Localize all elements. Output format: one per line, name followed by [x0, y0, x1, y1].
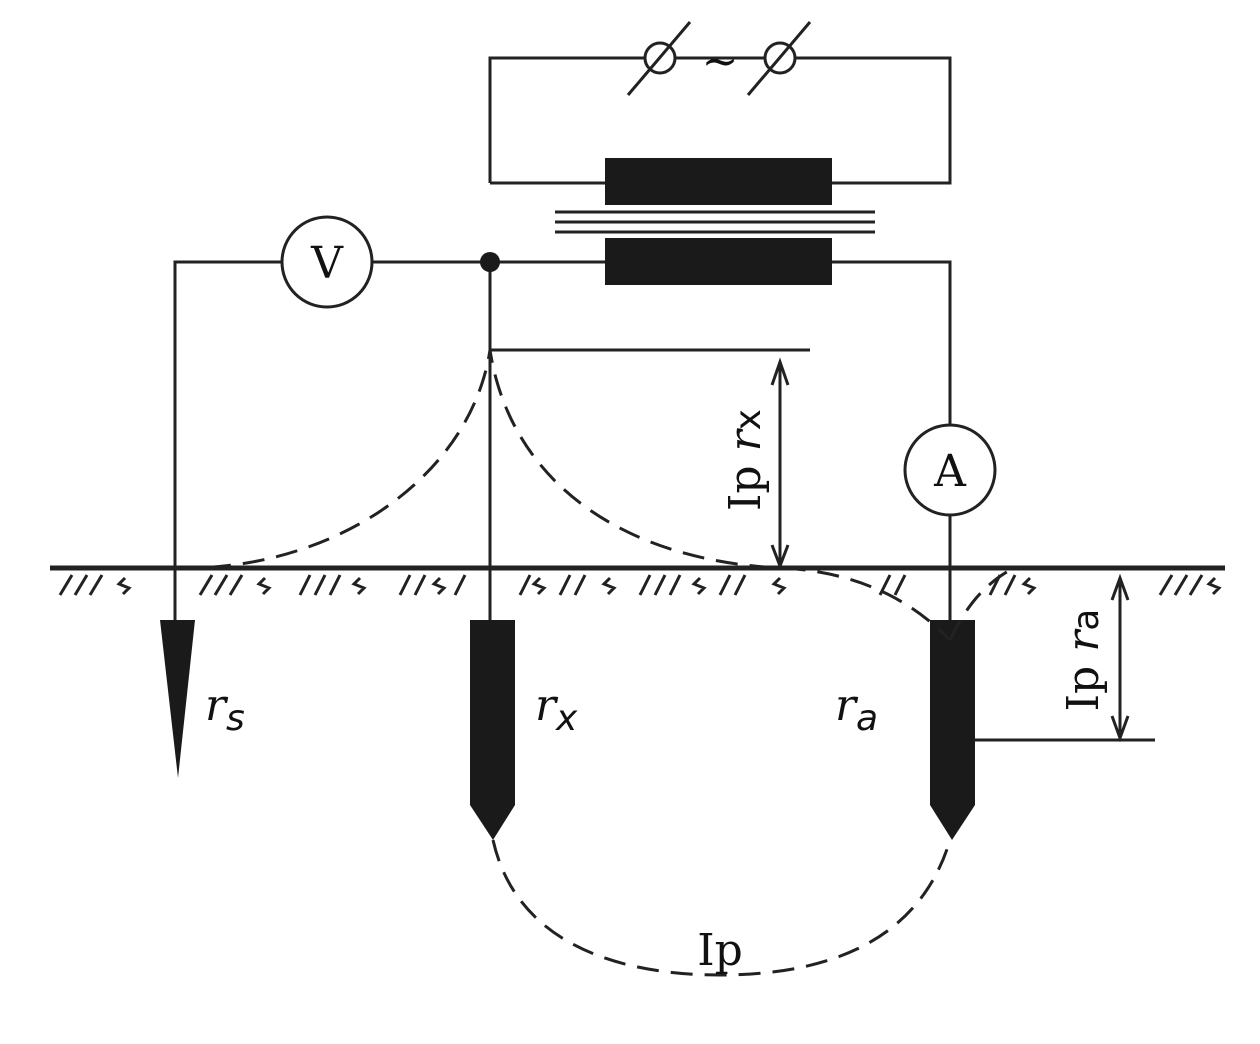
label-ra: ra [835, 680, 878, 739]
voltmeter: V [280, 215, 374, 309]
terminal-right [763, 41, 797, 75]
ammeter: A [903, 423, 997, 517]
electrode-a [930, 620, 975, 840]
label-rs: rs [205, 680, 245, 739]
secondary-coil [605, 238, 832, 285]
electrode-x [470, 620, 515, 840]
label-ip-ra: Ip ra [1058, 609, 1109, 712]
electrode-s [160, 620, 195, 778]
transformer [555, 158, 875, 285]
svg-text:A: A [933, 446, 967, 497]
potential-curve [174, 349, 1011, 642]
label-rx: rx [535, 680, 578, 739]
ground-surface [50, 565, 1225, 596]
svg-text:V: V [310, 238, 344, 289]
ac-symbol: ~ [702, 36, 739, 87]
terminal-left [643, 41, 677, 75]
junction-dot [480, 252, 500, 272]
ac-source-circuit: ~ [488, 21, 952, 185]
label-ip: Ip [697, 925, 743, 976]
current-path [491, 839, 952, 977]
primary-coil [605, 158, 832, 205]
label-ip-rx: Ip rx [720, 409, 771, 511]
